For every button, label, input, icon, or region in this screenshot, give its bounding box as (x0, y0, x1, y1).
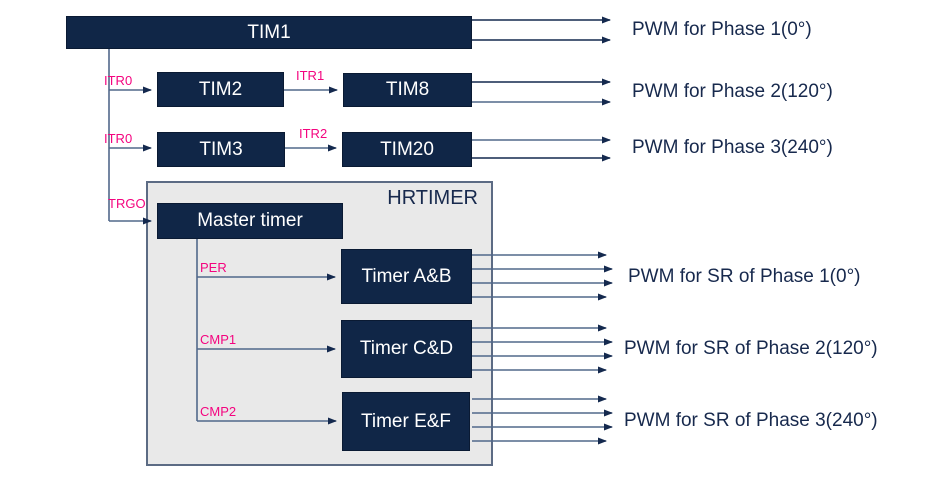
tim20-block: TIM20 (342, 132, 472, 167)
output-label-sr-phase3: PWM for SR of Phase 3(240°) (624, 410, 878, 431)
signal-label-itr2: ITR2 (299, 126, 328, 141)
tim8-label: TIM8 (385, 79, 430, 100)
output-label-phase1: PWM for Phase 1(0°) (632, 19, 812, 40)
signal-label-cmp2: CMP2 (200, 404, 237, 419)
signal-label-trgo: TRGO (108, 196, 146, 211)
output-label-phase3: PWM for Phase 3(240°) (632, 137, 833, 158)
tim3-block: TIM3 (157, 132, 285, 167)
tim8-block: TIM8 (343, 73, 472, 107)
timer-ef-label: Timer E&F (360, 410, 452, 432)
signal-label-per: PER (200, 260, 227, 275)
output-label-phase2: PWM for Phase 2(120°) (632, 81, 833, 102)
signal-label-itr0-tim3: ITR0 (104, 131, 133, 146)
master-timer-block: Master timer (157, 203, 343, 239)
hrtimer-panel-title: HRTIMER (387, 187, 478, 209)
tim2-label: TIM2 (198, 78, 243, 100)
timer-ab-label: Timer A&B (361, 265, 452, 287)
tim1-block: TIM1 (66, 16, 472, 49)
pwm-output-arrows-grey (472, 98, 613, 445)
timer-ab-block: Timer A&B (341, 249, 472, 304)
signal-label-itr0-tim2: ITR0 (104, 73, 133, 88)
trigger-routing-lines (108, 49, 338, 425)
timer-cd-label: Timer C&D (359, 338, 454, 359)
timer-cd-block: Timer C&D (341, 320, 472, 378)
output-label-sr-phase2: PWM for SR of Phase 2(120°) (624, 338, 878, 359)
tim2-block: TIM2 (157, 72, 284, 107)
tim3-label: TIM3 (199, 138, 243, 160)
timer-ef-block: Timer E&F (342, 392, 470, 451)
tim20-label: TIM20 (380, 138, 434, 160)
tim1-label: TIM1 (247, 21, 291, 43)
pwm-output-arrows-dark (472, 16, 611, 162)
signal-label-cmp1: CMP1 (200, 332, 237, 347)
signal-label-itr1: ITR1 (296, 68, 325, 83)
output-label-sr-phase1: PWM for SR of Phase 1(0°) (628, 266, 861, 287)
master-timer-label: Master timer (197, 210, 303, 231)
